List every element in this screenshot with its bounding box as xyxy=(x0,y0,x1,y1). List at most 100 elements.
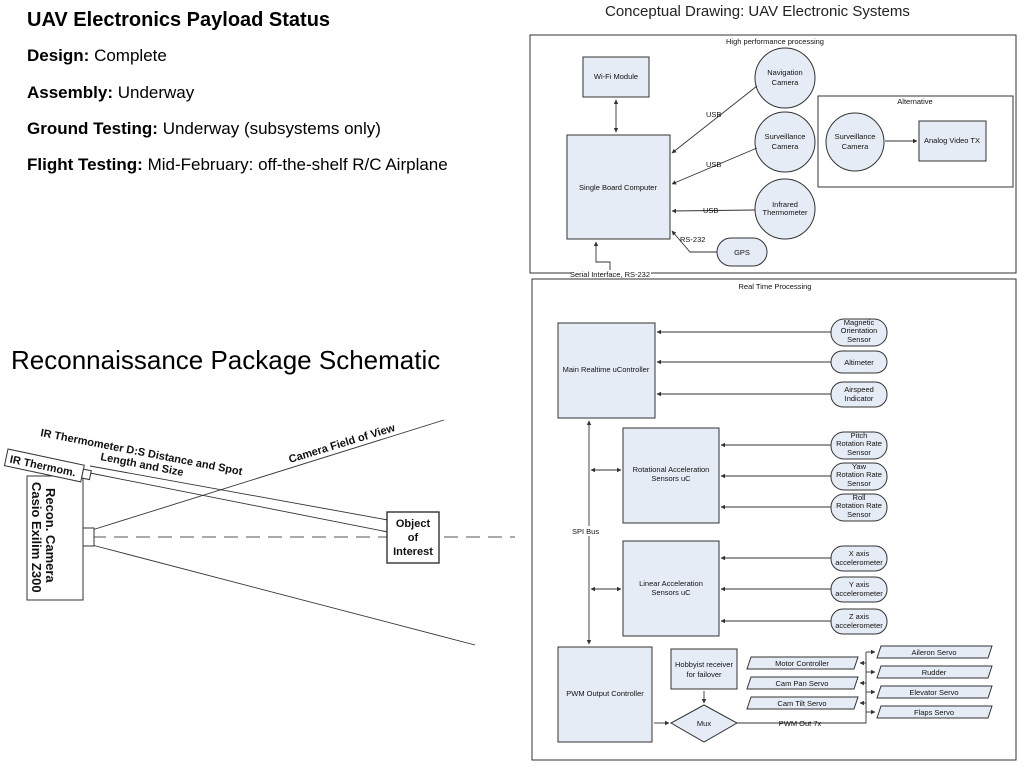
y-acc-label-2: accelerometer xyxy=(835,589,883,598)
wifi-module xyxy=(582,56,650,98)
infrared-thermometer xyxy=(754,178,816,240)
mux-label: Mux xyxy=(697,719,711,728)
z-acc-label-2: accelerometer xyxy=(835,621,883,630)
camera-label-2: Casio Exilim Z300 xyxy=(29,482,44,593)
z-acc-label-1: Z axis xyxy=(849,612,869,621)
alt-surv-label-2: Camera xyxy=(842,142,870,151)
concept-title: Conceptual Drawing: UAV Electronic Syste… xyxy=(605,3,910,20)
rot-uc-label-1: Rotational Acceleration xyxy=(633,465,710,474)
roll-label-3: Sensor xyxy=(847,510,871,519)
yaw-label-2: Rotation Rate xyxy=(836,470,882,479)
status-label: Assembly: xyxy=(27,83,113,102)
status-assembly: Assembly: Underway xyxy=(27,83,194,103)
surv-cam-label-2: Camera xyxy=(772,142,800,151)
status-label: Ground Testing: xyxy=(27,119,158,138)
hobby-label-2: for failover xyxy=(686,670,722,679)
aileron-servo xyxy=(876,645,993,659)
ir-thermometer-tip xyxy=(80,468,92,481)
navigation-camera xyxy=(754,47,816,109)
y-acc-label-1: Y axis xyxy=(849,580,870,589)
status-flight-testing: Flight Testing: Mid-February: off-the-sh… xyxy=(27,155,448,175)
linear-sensors-uc xyxy=(622,540,720,637)
recon-camera-body xyxy=(26,475,84,601)
wifi-label: Wi-Fi Module xyxy=(594,72,638,81)
serial-label: Serial Interface, RS-232 xyxy=(570,270,650,279)
spi-label: SPI Bus xyxy=(572,527,599,536)
alt-surveillance-camera xyxy=(825,112,885,172)
airspeed-indicator xyxy=(830,381,888,408)
hobbyist-receiver xyxy=(670,648,738,690)
single-board-computer xyxy=(566,134,671,240)
alternative-label: Alternative xyxy=(897,97,932,106)
serial-label-bg xyxy=(571,270,651,279)
surv-usb-link xyxy=(671,147,758,185)
status-value: Underway xyxy=(117,83,195,102)
main-uc-label: Main Realtime uController xyxy=(563,365,650,374)
cam-tilt-servo xyxy=(746,696,859,710)
pitch-sensor xyxy=(830,431,888,460)
pitch-label-2: Rotation Rate xyxy=(836,439,882,448)
mag-label-1: Magnetic xyxy=(844,318,875,327)
pitch-label-3: Sensor xyxy=(847,448,871,457)
altimeter-label: Altimeter xyxy=(844,358,874,367)
surv-cam-label-1: Surveillance xyxy=(765,132,806,141)
lin-uc-label-1: Linear Acceleration xyxy=(639,579,703,588)
magnetic-sensor xyxy=(830,318,888,347)
alt-surv-label-1: Surveillance xyxy=(835,132,876,141)
mag-label-2: Orientation xyxy=(841,326,878,335)
analog-video-tx xyxy=(918,120,987,162)
status-label: Flight Testing: xyxy=(27,155,143,174)
cam-pan-label: Cam Pan Servo xyxy=(776,679,829,688)
status-value: Complete xyxy=(94,46,167,65)
gps-link xyxy=(671,230,717,253)
camera-lens xyxy=(82,527,95,547)
ir-label-1: Infrared xyxy=(772,200,798,209)
nav-usb-link xyxy=(671,85,758,154)
hp-label: High performance processing xyxy=(726,37,824,46)
hobby-label-1: Hobbyist receiver xyxy=(675,660,733,669)
elevator-servo xyxy=(876,685,993,699)
yaw-label-1: Yaw xyxy=(852,462,867,471)
object-label-3: Interest xyxy=(393,546,433,558)
rotational-sensors-uc xyxy=(622,427,720,524)
motor-label: Motor Controller xyxy=(775,659,829,668)
status-ground-testing: Ground Testing: Underway (subsystems onl… xyxy=(27,119,381,139)
pwm-out-label: PWM Out 7x xyxy=(779,719,822,728)
camera-label-1: Recon. Camera xyxy=(43,488,58,583)
status-value: Underway (subsystems only) xyxy=(162,119,381,138)
ir-label-2: Thermometer xyxy=(762,208,808,217)
object-label-1: Object xyxy=(396,518,431,530)
rudder xyxy=(876,665,993,679)
y-accelerometer xyxy=(830,576,888,603)
flaps-servo xyxy=(876,705,993,719)
sbc-label: Single Board Computer xyxy=(579,183,657,192)
x-accelerometer xyxy=(830,545,888,572)
analog-tx-label: Analog Video TX xyxy=(924,136,980,145)
ir-upper-line xyxy=(89,465,389,521)
aileron-label: Aileron Servo xyxy=(911,648,956,657)
usb-label-2: USB xyxy=(706,160,721,169)
elevator-label: Elevator Servo xyxy=(909,688,958,697)
ir-usb-link xyxy=(671,208,756,214)
pwm-output-controller xyxy=(557,646,653,743)
rs232-label: RS-232 xyxy=(680,235,705,244)
spi-label-bg xyxy=(570,526,608,536)
main-realtime-ucontroller xyxy=(557,322,656,419)
page-title: UAV Electronics Payload Status xyxy=(27,9,331,31)
status-label: Design: xyxy=(27,46,90,65)
pwm-out-bus xyxy=(737,652,867,724)
yaw-sensor xyxy=(830,462,888,491)
pitch-label-1: Pitch xyxy=(851,431,868,440)
roll-label-1: Roll xyxy=(853,493,866,502)
usb-label-3: USB xyxy=(703,206,718,215)
status-design: Design: Complete xyxy=(27,46,167,66)
z-accelerometer xyxy=(830,608,888,635)
mux xyxy=(669,704,739,743)
object-of-interest xyxy=(386,511,440,564)
cam-pan-servo xyxy=(746,676,859,690)
rot-uc-label-2: Sensors uC xyxy=(651,474,691,483)
yaw-label-3: Sensor xyxy=(847,479,871,488)
pwm-label: PWM Output Controller xyxy=(566,689,644,698)
